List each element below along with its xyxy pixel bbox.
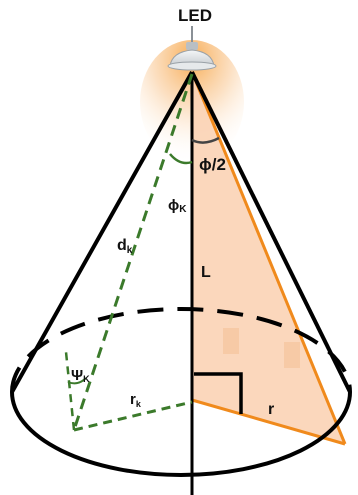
base-ellipse-back [10, 307, 352, 393]
half-angle-label: ϕ/2 [199, 155, 226, 174]
psi-k-label: ΨK [71, 367, 90, 384]
highlight-patch-left [223, 328, 239, 354]
dk-subscript: k [127, 245, 133, 256]
lamp-cap [186, 42, 198, 50]
dk-symbol: d [117, 237, 127, 254]
r-label: r [268, 401, 274, 418]
triangle-slant-edge [190, 71, 347, 445]
psi-k-arc [67, 377, 87, 385]
half-angle-arc [191, 136, 220, 144]
psi-k-subscript: K [83, 374, 90, 384]
rk-label: rk [130, 391, 142, 409]
rk-symbol: r [130, 391, 136, 408]
lamp-rim [167, 61, 217, 71]
triangle-radius-edge [191, 398, 346, 446]
right-angle-marker [194, 372, 243, 414]
led-label: LED [178, 6, 212, 25]
L-label: L [201, 264, 211, 281]
phi-k-arc [169, 153, 193, 165]
cone-right-edge [190, 71, 352, 393]
dashed-normal-at-k [64, 351, 76, 431]
phi-k-label: ϕK [168, 197, 187, 215]
dashed-ray-dk [72, 73, 194, 431]
dashed-radius-rk [73, 400, 193, 432]
base-ellipse-front [10, 391, 352, 477]
psi-k-symbol: Ψ [71, 367, 83, 384]
highlight-patch-right [284, 342, 300, 368]
phi-k-subscript: K [179, 204, 187, 215]
phi-k-symbol: ϕ [168, 197, 179, 214]
dk-label: dk [117, 237, 133, 256]
cone-left-edge [10, 71, 194, 393]
rk-subscript: k [136, 399, 142, 409]
